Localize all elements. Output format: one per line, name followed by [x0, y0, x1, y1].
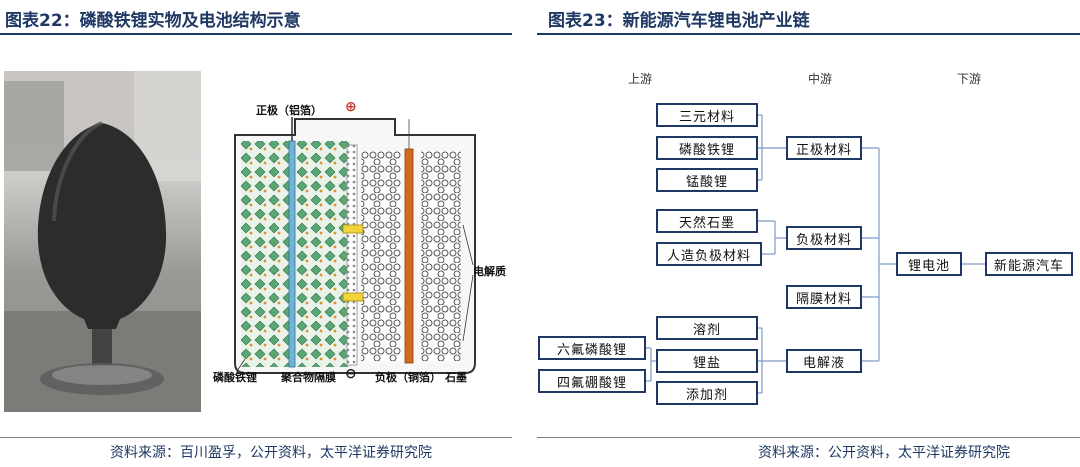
- separator-label: 聚合物隔膜: [281, 371, 336, 384]
- node-artificial-anode: 人造负极材料: [656, 242, 762, 266]
- node-solvent: 溶剂: [656, 316, 758, 340]
- right-title-rule: [537, 33, 1080, 35]
- node-battery: 锂电池: [896, 252, 962, 276]
- lfp-label: 磷酸铁锂: [213, 371, 257, 384]
- node-lmo: 锰酸锂: [656, 168, 758, 192]
- node-lipf6: 六氟磷酸锂: [538, 336, 646, 360]
- node-cathode: 正极材料: [786, 136, 862, 160]
- negative-foil-label: 负极（铜箔）: [375, 371, 441, 384]
- node-lfp: 磷酸铁锂: [656, 136, 758, 160]
- left-source-note: 资料来源：百川盈孚，公开资料，太平洋证券研究院: [110, 445, 432, 461]
- left-title-rule: [0, 33, 512, 35]
- node-nev: 新能源汽车: [985, 252, 1073, 276]
- right-panel-title: 图表23：新能源汽车锂电池产业链: [548, 11, 810, 31]
- right-footer-rule: [537, 437, 1080, 438]
- header-upstream: 上游: [628, 72, 653, 86]
- graphite-label: 石墨: [445, 371, 467, 384]
- left-panel-title: 图表22：磷酸铁锂实物及电池结构示意: [5, 11, 301, 31]
- node-additive: 添加剂: [656, 381, 758, 405]
- node-ncm: 三元材料: [656, 103, 758, 127]
- header-midstream: 中游: [808, 72, 833, 86]
- node-graphite: 天然石墨: [656, 209, 758, 233]
- battery-structure-diagram: [234, 117, 476, 374]
- negative-terminal-icon: ⊖: [345, 366, 357, 382]
- lfp-powder-photo: [4, 71, 201, 412]
- node-libf4: 四氟硼酸锂: [538, 369, 646, 393]
- electrolyte-label: 电解质: [473, 265, 506, 278]
- left-footer-rule: [0, 437, 512, 438]
- right-source-note: 资料来源：公开资料，太平洋证券研究院: [758, 445, 1010, 461]
- positive-foil-label: 正极（铝箔）: [256, 104, 322, 117]
- header-downstream: 下游: [957, 72, 982, 86]
- node-anode: 负极材料: [786, 226, 862, 250]
- node-electrolyte: 电解液: [786, 349, 862, 373]
- node-lithium-salt: 锂盐: [656, 349, 758, 373]
- positive-terminal-icon: ⊕: [345, 99, 357, 115]
- node-separator: 隔膜材料: [786, 285, 862, 309]
